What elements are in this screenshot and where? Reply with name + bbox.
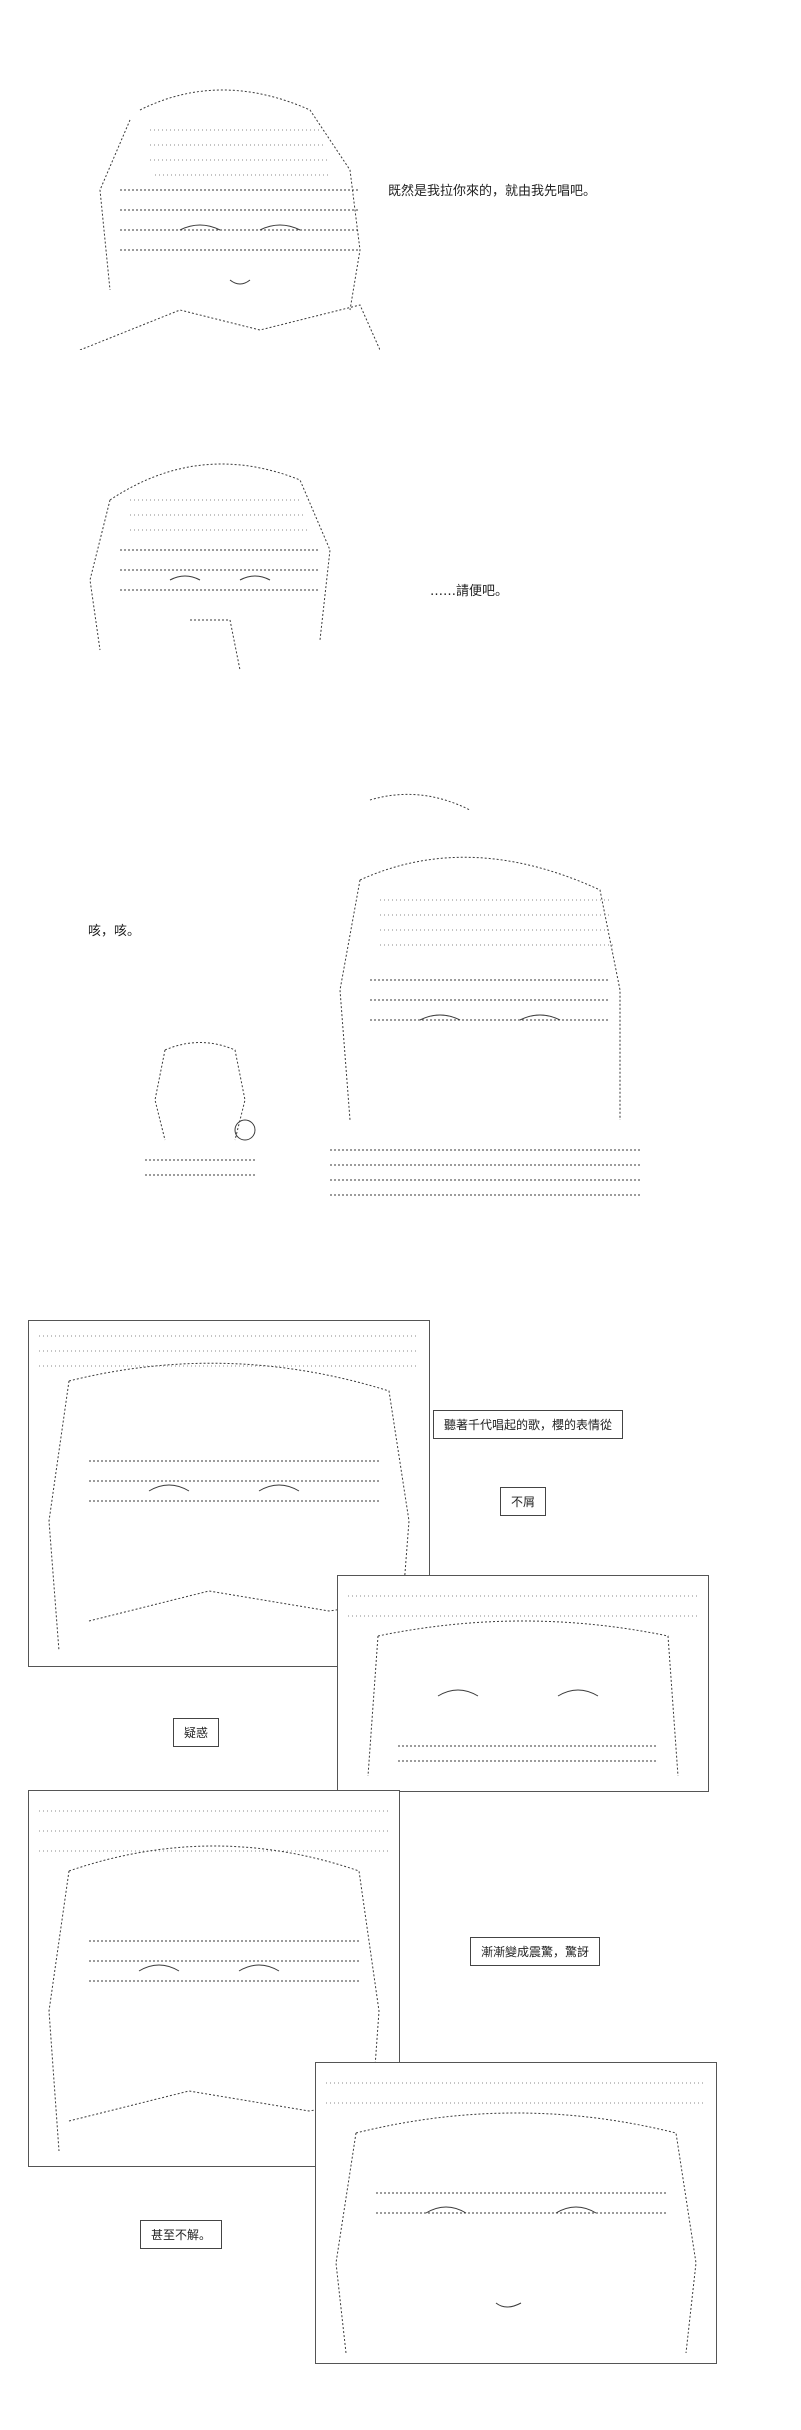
ascii-art-character-2: [70, 440, 350, 670]
caption-box-4: 漸漸變成震驚，驚訝: [470, 1937, 601, 1966]
caption-box-1: 聽著千代唱起的歌，櫻的表情從: [433, 1410, 624, 1439]
caption-1: 既然是我拉你來的，就由我先唱吧。: [388, 184, 597, 199]
ascii-art-character-3: [320, 790, 660, 1210]
manga-panel-4: [315, 2062, 717, 2364]
caption-3: 咳，咳。: [88, 924, 141, 939]
caption-2: ……請便吧。: [430, 584, 509, 599]
caption-box-5: 甚至不解。: [140, 2220, 223, 2249]
caption-box-2: 不屑: [500, 1487, 547, 1516]
caption-box-3: 疑惑: [173, 1718, 220, 1747]
ascii-art-microphone-character: [135, 1030, 265, 1190]
ascii-art-character-1: [60, 50, 380, 350]
manga-panel-2: [337, 1575, 709, 1792]
